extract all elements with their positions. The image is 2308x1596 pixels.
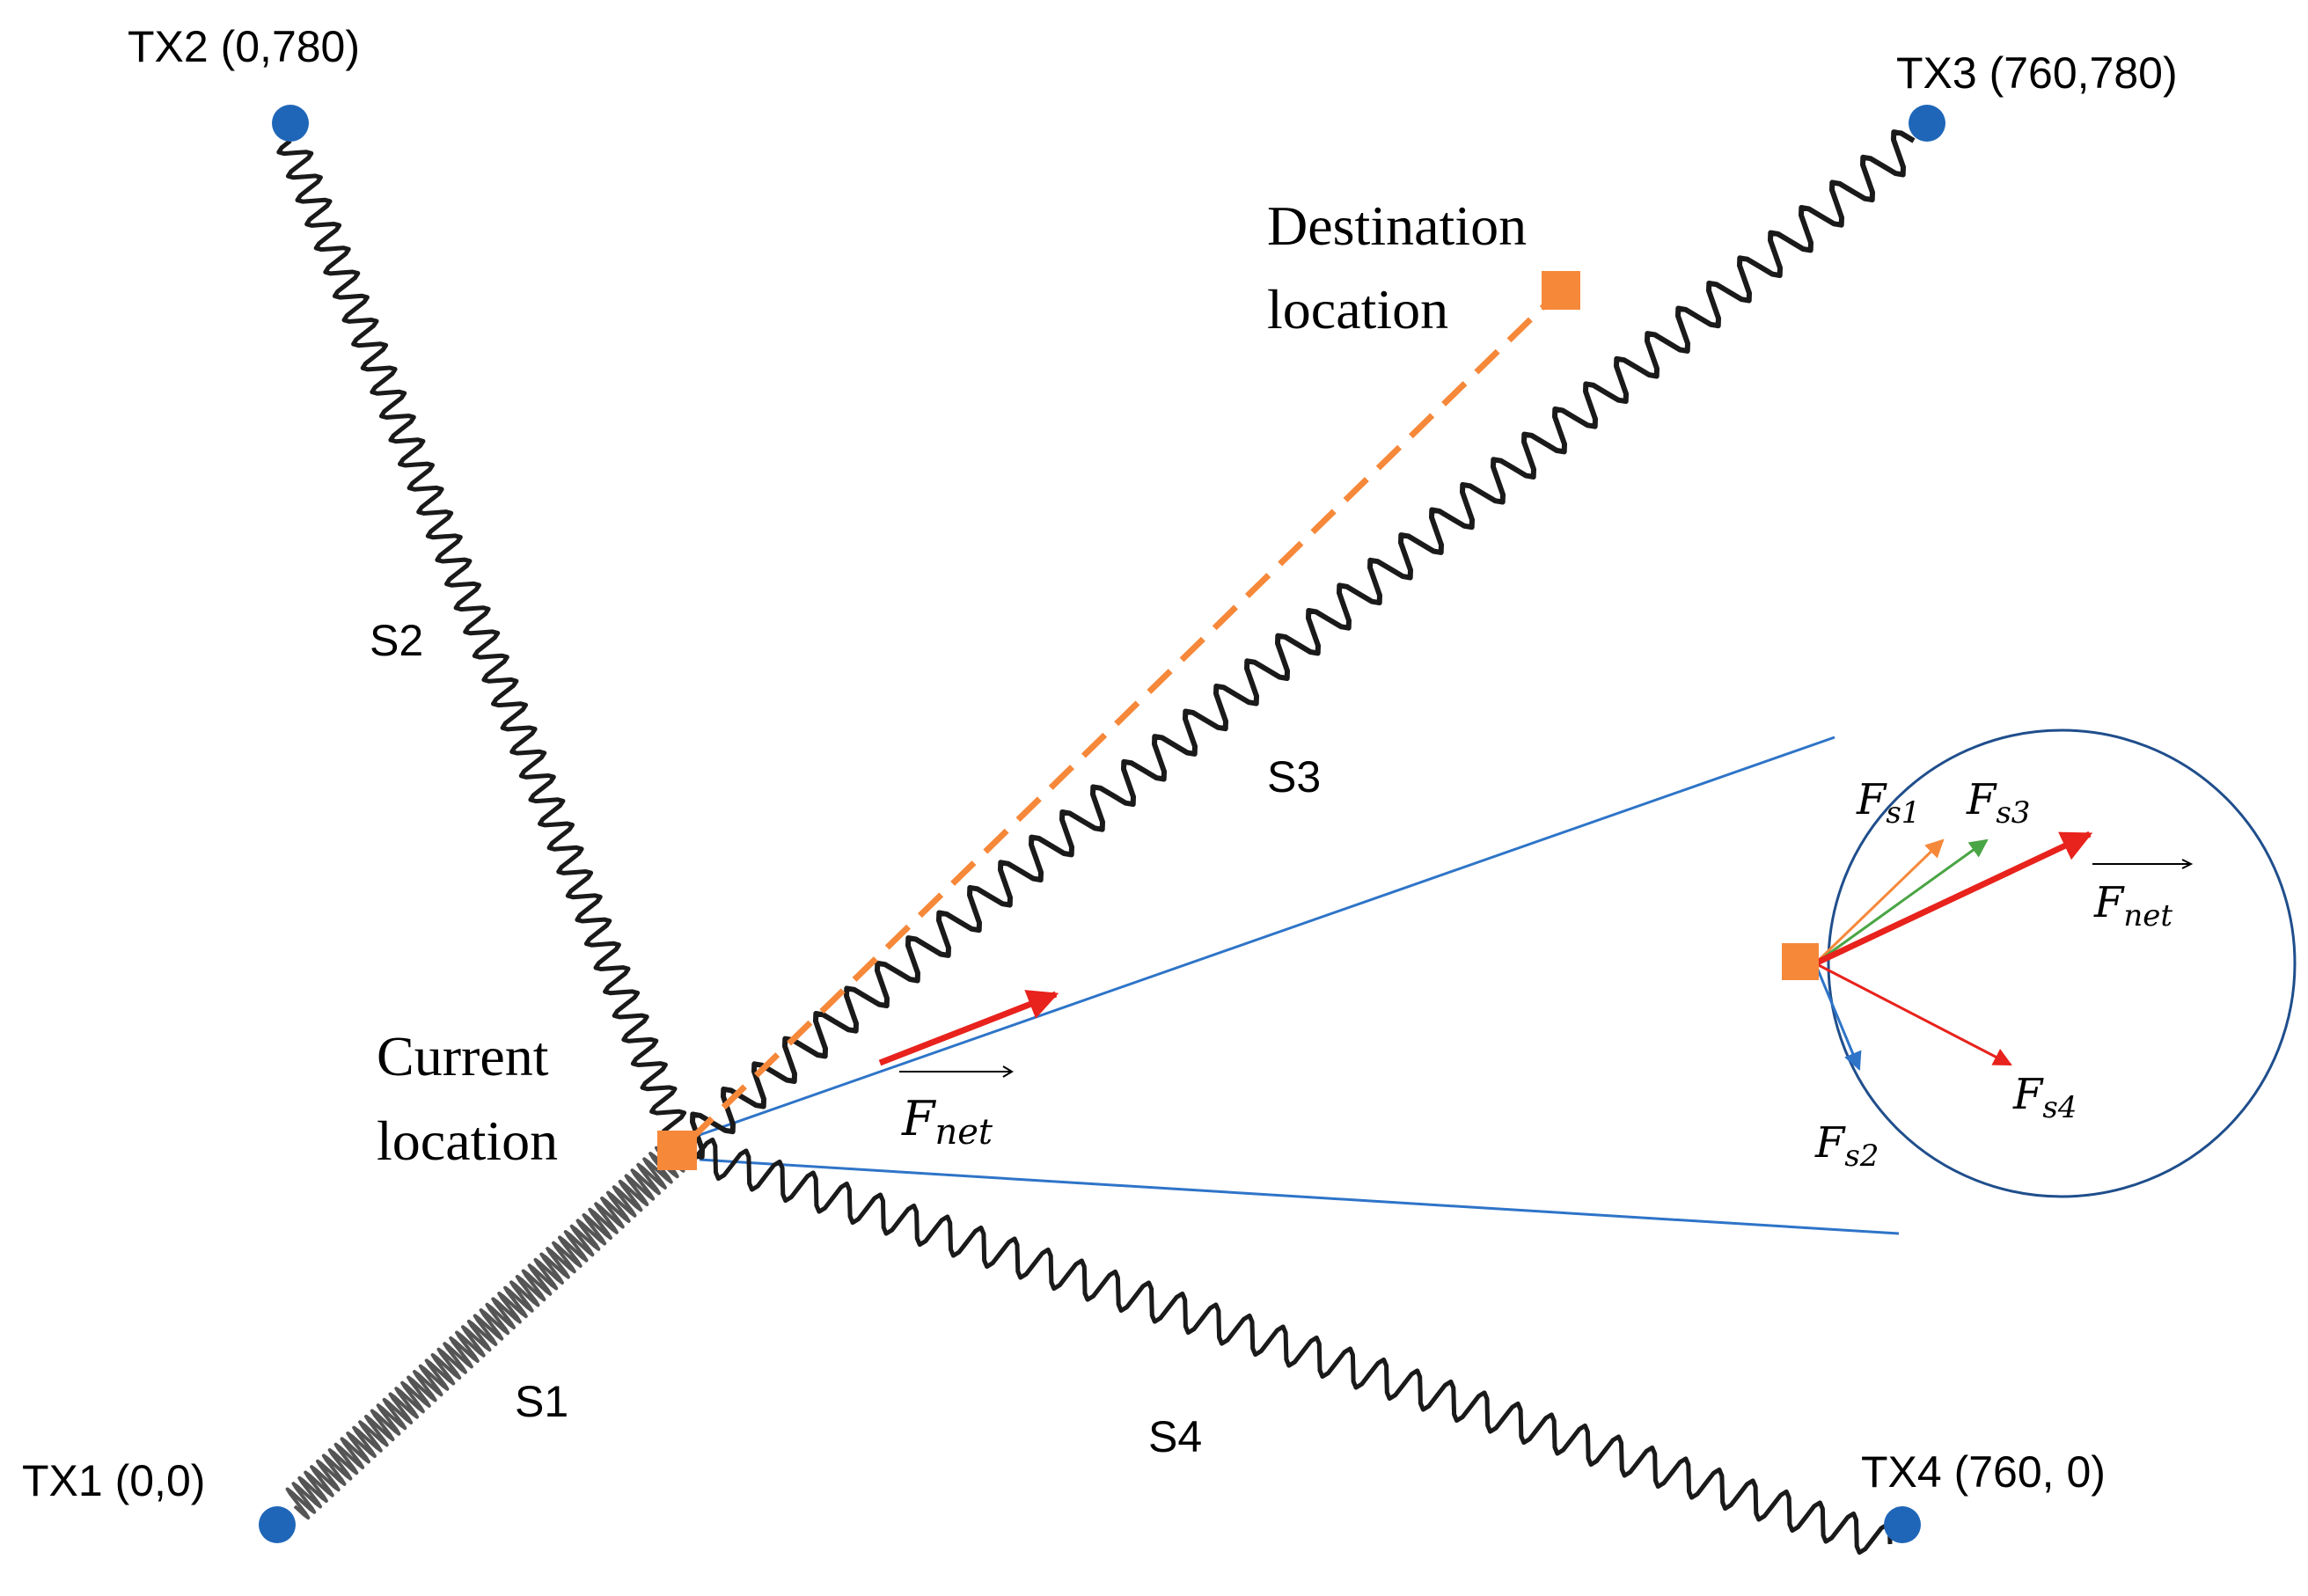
inset-arrow-fs2 [1813, 963, 1862, 1071]
destination-location-marker [1542, 271, 1580, 310]
tx1-dot [259, 1506, 296, 1543]
inset-fs1-label: Fs1 [1856, 775, 1920, 831]
inset-arrow-fnet [1813, 831, 2093, 967]
tx2-label: TX2 (0,780) [128, 22, 360, 71]
net-force-arrow [878, 990, 1059, 1066]
springs-group [276, 129, 1916, 1556]
inset-current-location-marker [1782, 943, 1819, 980]
destination-location-label-line1: Destination [1267, 194, 1527, 257]
inset-fs4-label: Fs4 [2012, 1070, 2077, 1125]
spring-s1 [285, 1134, 692, 1520]
destination-location-label-line2: location [1267, 278, 1448, 340]
vector-overline-tip [1002, 1065, 1014, 1078]
zoom-line-upper [699, 736, 1835, 1137]
force-inset: Fs1 Fs3 Fs2 Fs4 Fnet [1782, 728, 2297, 1198]
net-force-label: Fnet [899, 1065, 1014, 1153]
svg-text:Fnet: Fnet [2093, 878, 2172, 933]
tx4-label: TX4 (760, 0) [1861, 1447, 2106, 1497]
s1-label: S1 [515, 1377, 568, 1426]
s4-label: S4 [1148, 1412, 1202, 1461]
tx4-dot [1884, 1506, 1921, 1543]
inset-vector-overline-tip [2181, 859, 2194, 869]
inset-fs3-label: Fs3 [1966, 775, 2030, 831]
inset-arrow-fs4 [1814, 962, 2012, 1066]
inset-arrow-fs1 [1813, 838, 1945, 965]
inset-fs2-label: Fs2 [1814, 1118, 1879, 1174]
current-location-label-line2: location [377, 1109, 558, 1172]
tx3-label: TX3 (760,780) [1896, 48, 2178, 98]
zoom-line-lower [699, 1158, 1900, 1235]
current-location-marker [657, 1131, 697, 1170]
spring-s4 [679, 1137, 1893, 1556]
current-location-label-line1: Current [377, 1025, 549, 1087]
svg-text:Fnet: Fnet [901, 1091, 993, 1153]
inset-fnet-label: Fnet [2092, 859, 2194, 933]
net-force-base: F [901, 1091, 937, 1146]
tx3-dot [1909, 105, 1945, 142]
tx2-dot [272, 105, 309, 142]
inset-circle [1827, 728, 2297, 1198]
tx1-label: TX1 (0,0) [22, 1456, 205, 1505]
net-force-sub: net [934, 1112, 993, 1153]
spring-s3 [680, 129, 1916, 1160]
inset-arrow-fs3 [1814, 838, 1989, 965]
s2-label: S2 [370, 616, 423, 665]
spring-s2 [276, 139, 696, 1150]
s3-label: S3 [1267, 752, 1321, 802]
path-to-destination [688, 292, 1558, 1142]
